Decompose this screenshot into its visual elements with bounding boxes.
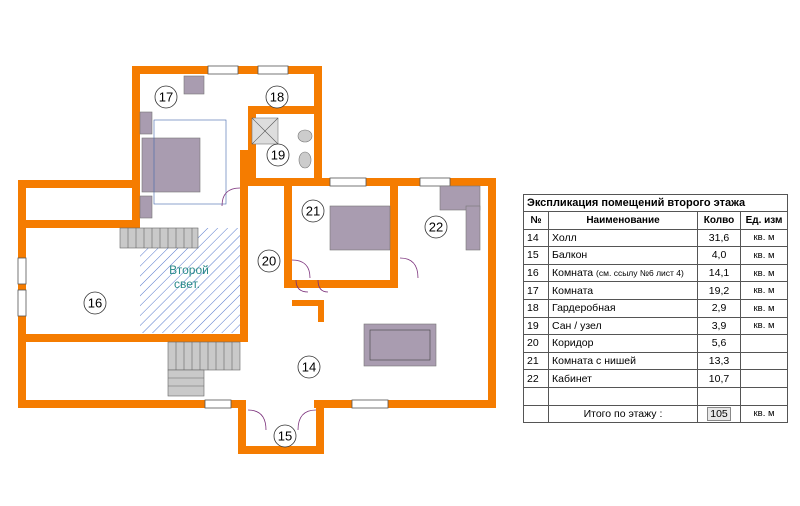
svg-text:14: 14 xyxy=(302,360,316,375)
room-marker-22: 22 xyxy=(424,215,448,239)
billiard-table xyxy=(363,323,437,367)
header-unit: Ед. изм xyxy=(740,211,788,230)
svg-text:22: 22 xyxy=(429,220,443,235)
header-num: № xyxy=(523,211,549,230)
room-marker-16: 16 xyxy=(83,291,107,315)
svg-text:20: 20 xyxy=(262,254,276,269)
explication-table: Экспликация помещений второго этажа № На… xyxy=(523,194,788,424)
rug-room-17 xyxy=(153,119,227,205)
table-row: 16 Комната (см. ссылу №6 лист 4) 14,1 кв… xyxy=(523,263,788,283)
svg-text:19: 19 xyxy=(271,148,285,163)
table-row: 14 Холл 31,6 кв. м xyxy=(523,228,788,248)
stairs-lower xyxy=(167,341,241,397)
total-qty: 105 xyxy=(707,406,731,421)
svg-text:17: 17 xyxy=(159,90,173,105)
table-row: 22 Кабинет 10,7 xyxy=(523,369,788,388)
svg-text:21: 21 xyxy=(306,204,320,219)
room-marker-17: 17 xyxy=(154,85,178,109)
doors xyxy=(221,187,419,431)
table-row: 15 Балкон 4,0 кв. м xyxy=(523,246,788,265)
table-row: 21 Комната с нишей 13,3 xyxy=(523,351,788,371)
room-marker-15: 15 xyxy=(273,424,297,448)
room-markers: 17 18 19 21 22 20 16 14 xyxy=(83,85,448,448)
room-marker-20: 20 xyxy=(257,249,281,273)
room-marker-18: 18 xyxy=(265,85,289,109)
toilet xyxy=(298,151,312,169)
sink xyxy=(297,129,313,143)
table-row: 20 Коридор 5,6 xyxy=(523,334,788,353)
room-marker-14: 14 xyxy=(297,355,321,379)
desk-room-17 xyxy=(183,75,205,95)
second-light-label-line2: свет. xyxy=(174,277,200,291)
svg-text:18: 18 xyxy=(270,90,284,105)
floor-plan: 17 18 19 21 22 20 16 14 xyxy=(17,65,496,454)
svg-text:15: 15 xyxy=(278,429,292,444)
table-row-empty xyxy=(523,386,788,406)
table-row: 18 Гардеробная 2,9 кв. м xyxy=(523,298,788,318)
table-row-total: Итого по этажу : 105 кв. м xyxy=(523,404,788,424)
header-name: Наименование xyxy=(548,211,698,230)
bed-room-17 xyxy=(141,137,201,193)
total-label: Итого по этажу : xyxy=(548,404,698,424)
header-qty: Колво xyxy=(697,211,741,230)
second-light-label-line1: Второй xyxy=(169,263,209,277)
total-unit: кв. м xyxy=(740,404,788,424)
svg-text:16: 16 xyxy=(88,296,102,311)
furniture xyxy=(139,75,481,367)
bed-room-21 xyxy=(329,205,391,251)
table-row: 17 Комната 19,2 кв. м xyxy=(523,281,788,300)
stairs-upper xyxy=(119,227,199,249)
explication-title: Экспликация помещений второго этажа xyxy=(523,194,788,212)
windows xyxy=(17,65,451,409)
room-marker-21: 21 xyxy=(301,199,325,223)
table-row: 19 Сан / узел 3,9 кв. м xyxy=(523,316,788,336)
room-marker-19: 19 xyxy=(266,143,290,167)
